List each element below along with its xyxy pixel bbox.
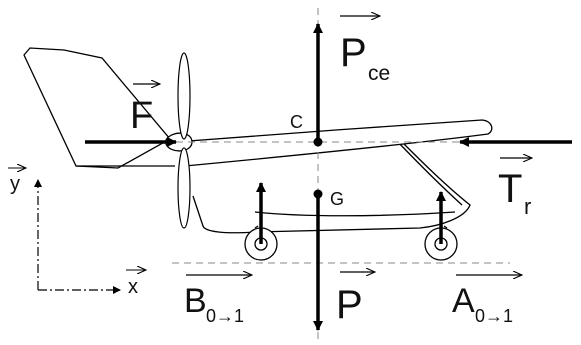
propeller [177,52,191,229]
fuselage-belly-line [254,211,456,217]
wing [174,119,493,167]
label-A-sub: 0→1 [475,306,513,326]
label-B-sub: 0→1 [206,306,244,326]
coordinate-axes: y x [8,168,146,298]
label-F: F [130,84,160,137]
airplane-outline [23,47,493,234]
label-A-main: A [452,282,475,320]
label-Pce-main: P [340,31,367,75]
label-B: B 0→1 [184,275,252,326]
axis-y-label: y [10,173,20,195]
label-F-text: F [130,95,153,137]
point-G-dot [313,189,323,199]
point-C-dot [313,137,323,147]
propeller-blade-bottom [177,147,191,229]
point-G-label: G [330,189,344,209]
label-A: A 0→1 [452,275,522,326]
label-Tr: T r [498,158,532,219]
point-C-label: C [290,112,303,132]
label-Pce: P ce [340,16,390,85]
propeller-blade-top [177,52,191,140]
cabin-line [395,139,463,206]
label-Tr-main: T [498,167,522,211]
label-P-text: P [336,283,363,327]
force-vectors [85,23,572,331]
label-P: P [336,272,375,327]
label-Pce-sub: ce [368,62,390,85]
label-B-main: B [184,282,207,320]
label-Tr-sub: r [524,194,531,219]
axis-x-label: x [128,276,138,298]
